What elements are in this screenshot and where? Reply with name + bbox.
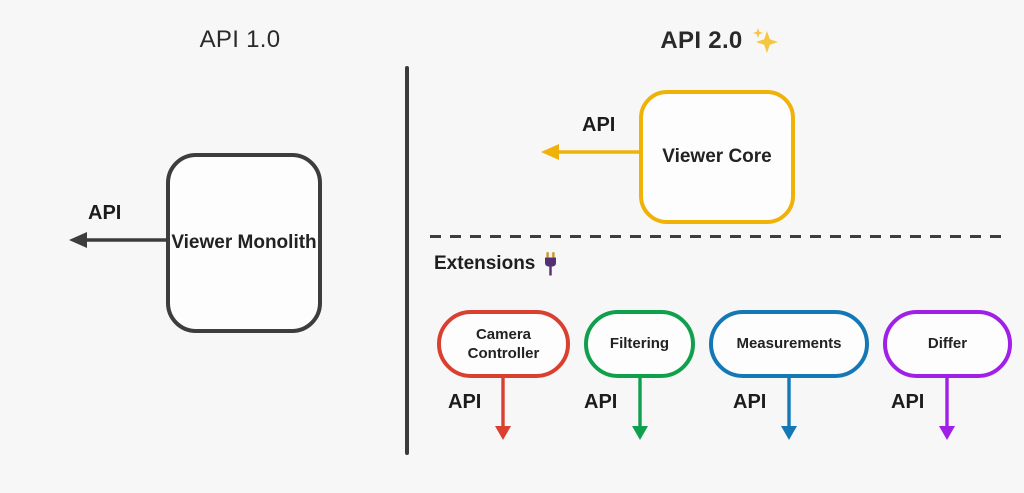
extensions-header-text: Extensions — [434, 253, 536, 274]
extensions-dashed-separator — [430, 234, 1008, 239]
core-api-label: API — [582, 114, 616, 136]
viewer-monolith-label: Viewer Monolith — [171, 232, 317, 254]
monolith-api-label: API — [88, 202, 122, 224]
filtering-api-label: API — [584, 391, 618, 413]
extension-pill-label: Measurements — [736, 335, 842, 353]
extension-pill-label: Filtering — [609, 335, 670, 353]
monolith-api-arrow — [66, 229, 168, 251]
core-api-arrow — [538, 141, 642, 163]
differ-api-label: API — [891, 391, 925, 413]
differ-api-arrow — [937, 377, 957, 441]
plug-icon — [543, 252, 558, 276]
extensions-header: Extensions — [434, 252, 558, 276]
extension-pill-measurements: Measurements — [709, 310, 869, 378]
viewer-monolith-box: Viewer Monolith — [166, 153, 322, 333]
filtering-api-arrow — [630, 377, 650, 441]
viewer-core-box: Viewer Core — [639, 90, 795, 224]
extension-pill-filtering: Filtering — [584, 310, 695, 378]
extension-pill-differ: Differ — [883, 310, 1012, 378]
left-title-text: API 1.0 — [199, 26, 281, 53]
measurements-api-label: API — [733, 391, 767, 413]
left-section-title: API 1.0 — [150, 26, 330, 54]
extension-pill-label: Differ — [927, 335, 968, 353]
right-section-title: API 2.0 — [580, 26, 860, 56]
extension-pill-camera-controller: Camera Controller — [437, 310, 570, 378]
viewer-core-label: Viewer Core — [662, 146, 772, 168]
extension-pill-label: Camera Controller — [467, 325, 540, 363]
measurements-api-arrow — [779, 377, 799, 441]
camera-controller-api-arrow — [493, 377, 513, 441]
section-divider-line — [405, 66, 409, 455]
camera-controller-api-label: API — [448, 391, 482, 413]
right-title-text: API 2.0 — [660, 27, 743, 54]
sparkles-icon — [750, 26, 780, 56]
